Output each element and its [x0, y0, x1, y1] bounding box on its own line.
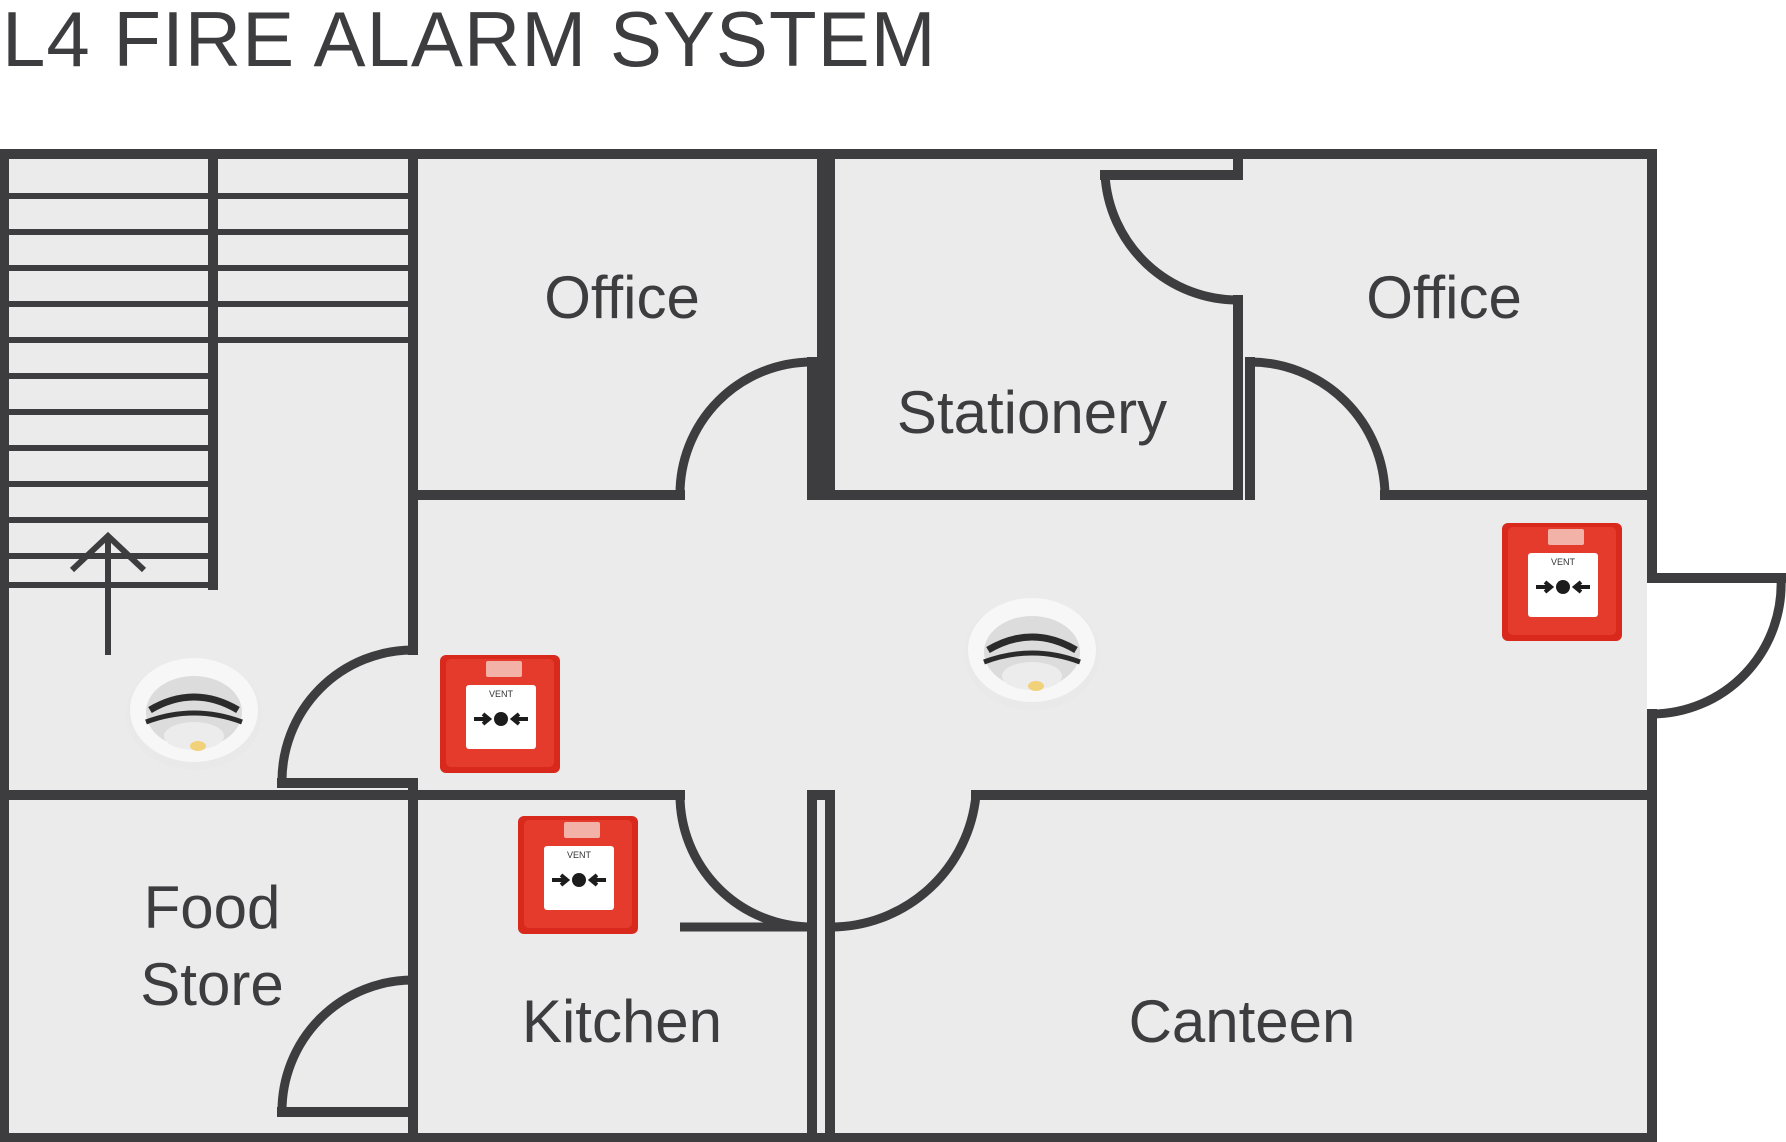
room-label-food-store-line2: Store	[140, 951, 283, 1018]
room-label-kitchen: Kitchen	[522, 988, 722, 1055]
room-label-food-store-line1: Food	[144, 874, 281, 941]
stairwell	[6, 149, 418, 655]
room-label-office-right: Office	[1366, 264, 1522, 331]
manual-call-point-icon: VENT	[1500, 521, 1624, 643]
interior-walls	[0, 149, 1657, 1142]
manual-call-point-icon: VENT	[516, 814, 640, 936]
svg-text:VENT: VENT	[489, 689, 514, 699]
svg-text:VENT: VENT	[567, 850, 592, 860]
svg-text:VENT: VENT	[1551, 557, 1576, 567]
smoke-detector-icon	[964, 598, 1100, 710]
room-label-canteen: Canteen	[1129, 988, 1356, 1055]
exit-area	[1647, 578, 1781, 714]
door-arcs	[277, 174, 1390, 1113]
room-label-office-left: Office	[544, 264, 700, 331]
arrow-up-icon	[69, 531, 147, 655]
smoke-detector-icon	[126, 658, 262, 770]
page-title: L4 FIRE ALARM SYSTEM	[2, 0, 937, 83]
manual-call-point-icon: VENT	[438, 653, 562, 775]
room-label-stationery: Stationery	[897, 379, 1167, 446]
